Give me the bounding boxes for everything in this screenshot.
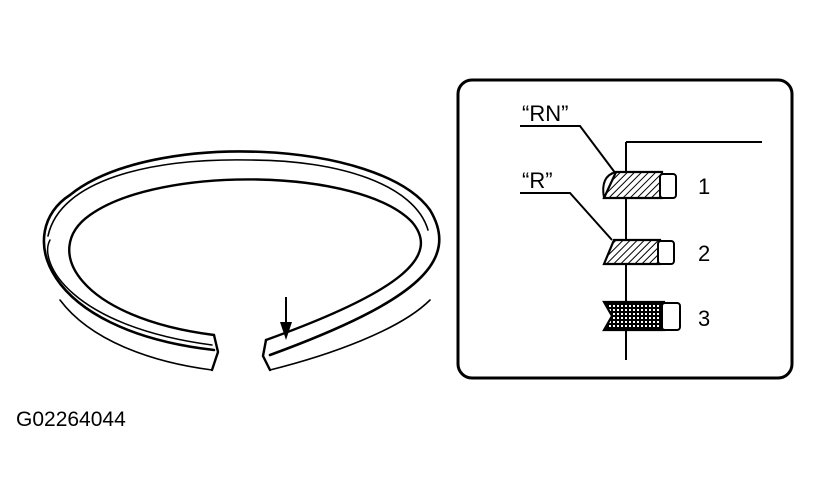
leader-r xyxy=(520,192,613,241)
ring-section-inset: “RN” “R” 1 2 3 xyxy=(456,78,794,380)
piston-ring xyxy=(42,150,441,372)
ring-number-2: 2 xyxy=(698,241,710,266)
ring-section-1 xyxy=(602,170,677,200)
mark-rn-label: “RN” xyxy=(522,101,568,126)
mark-r-label: “R” xyxy=(522,168,553,193)
ring-inner-edge xyxy=(68,178,423,342)
ring-gap-left-end xyxy=(210,333,220,372)
down-arrow-icon xyxy=(280,297,292,340)
ring-top-inner-edge xyxy=(47,159,429,237)
ring-gap-right-end xyxy=(261,338,272,372)
inset-frame xyxy=(456,78,794,380)
figure-code: G02264044 xyxy=(16,408,126,431)
ring-number-1: 1 xyxy=(698,174,710,199)
leader-rn xyxy=(520,125,617,175)
ring-section-3 xyxy=(602,300,681,332)
ring-outer-edge xyxy=(42,150,441,357)
ring-lower-face xyxy=(46,239,213,346)
ring-number-3: 3 xyxy=(698,306,710,331)
ring-section-2 xyxy=(602,238,675,266)
